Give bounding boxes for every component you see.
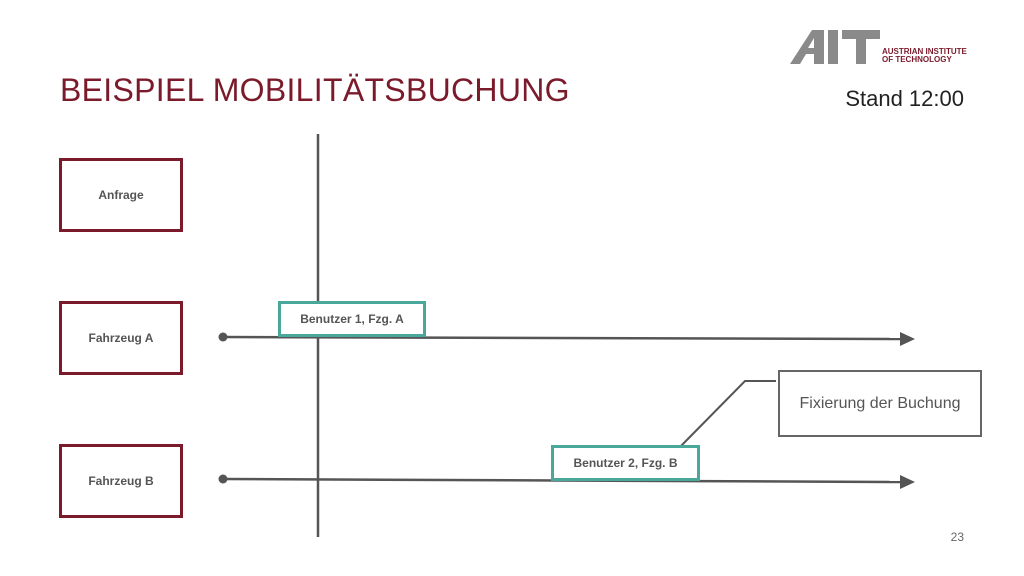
booking-user2-label: Benutzer 2, Fzg. B (573, 456, 678, 470)
row-anfrage: Anfrage (59, 158, 183, 232)
row-fahrzeug-b-label: Fahrzeug B (88, 474, 154, 488)
booking-user2-vehicle-b: Benutzer 2, Fzg. B (551, 445, 700, 481)
row-fahrzeug-b: Fahrzeug B (59, 444, 183, 518)
timeline-a-arrow-line (222, 335, 903, 341)
logo-line-1: AUSTRIAN INSTITUTE (882, 47, 967, 56)
ait-logo-text: AUSTRIAN INSTITUTE OF TECHNOLOGY (882, 48, 967, 64)
slide-title: BEISPIEL MOBILITÄTSBUCHUNG (60, 72, 570, 108)
callout-leader-line (677, 380, 776, 450)
time-label: Stand 12:00 (845, 86, 964, 111)
timeline-b-arrowhead (900, 475, 915, 489)
row-fahrzeug-a-label: Fahrzeug A (88, 331, 154, 345)
page-number: 23 (950, 530, 964, 544)
ait-logo-mark (790, 30, 880, 64)
booking-user1-label: Benutzer 1, Fzg. A (300, 312, 404, 326)
logo-line-2: OF TECHNOLOGY (882, 55, 952, 64)
row-anfrage-label: Anfrage (98, 188, 144, 202)
row-fahrzeug-a: Fahrzeug A (59, 301, 183, 375)
ait-logo: AUSTRIAN INSTITUTE OF TECHNOLOGY (790, 28, 970, 68)
callout-text: Fixierung der Buchung (799, 394, 961, 412)
timeline-a-arrowhead (900, 332, 915, 346)
callout-fixierung: Fixierung der Buchung (778, 370, 982, 437)
booking-user1-vehicle-a: Benutzer 1, Fzg. A (278, 301, 426, 337)
